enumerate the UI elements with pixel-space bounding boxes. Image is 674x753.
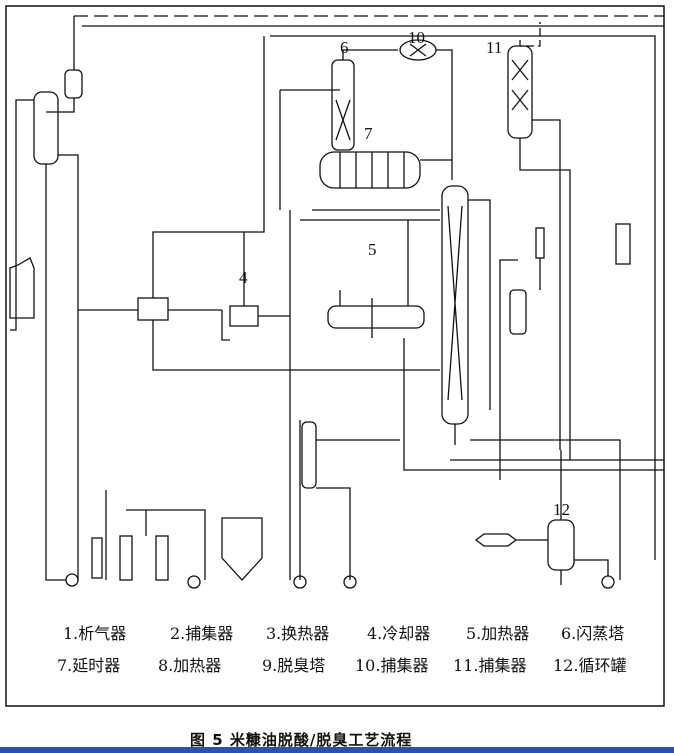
trap-11 (507, 45, 533, 139)
cooler-4 (229, 305, 259, 327)
bottom-vessel-a (91, 537, 103, 579)
legend-item: 12.循环罐 (553, 656, 627, 675)
bottom-vessel-c (155, 535, 169, 581)
legend-item: 6.闪蒸塔 (561, 624, 625, 643)
label-equipment-10: 10 (408, 28, 425, 47)
label-equipment-4: 4 (239, 268, 248, 287)
left-return (10, 99, 34, 331)
legend-item: 10.捕集器 (355, 656, 429, 675)
legend-item: 2.捕集器 (170, 624, 234, 643)
pump-1 (65, 573, 79, 587)
legend-item: 1.析气器 (63, 624, 127, 643)
top-line-3 (270, 35, 656, 560)
label-equipment-11: 11 (486, 38, 503, 57)
heater-5 (327, 305, 425, 329)
legend-item: 7.延时器 (57, 656, 121, 675)
legend-item: 9.脱臭塔 (262, 656, 326, 675)
label-equipment-7: 7 (364, 124, 373, 143)
left-feed-tank (9, 257, 35, 319)
legend-item: 3.换热器 (266, 624, 330, 643)
delay-vessel-7 (319, 151, 421, 189)
column-lower (301, 421, 317, 489)
pump-bottom-c (343, 575, 357, 589)
tank-12-feed (474, 533, 518, 547)
label-equipment-5: 5 (368, 240, 377, 259)
hopper (221, 517, 263, 581)
bottom-bar (0, 747, 674, 753)
small-drum (64, 69, 83, 99)
right-small-column (509, 289, 527, 335)
gauge (535, 227, 545, 259)
pump-12 (601, 575, 615, 589)
label-equipment-6: 6 (340, 38, 349, 57)
legend-item: 5.加热器 (466, 624, 530, 643)
legend-item: 8.加热器 (158, 656, 222, 675)
circulation-tank-12 (547, 519, 575, 571)
pump-bottom-b (293, 575, 307, 589)
figure-caption: 图 5 米糠油脱酸/脱臭工艺流程 (190, 731, 413, 749)
legend-item: 11.捕集器 (453, 656, 527, 675)
diagram-border (5, 5, 665, 707)
tall-vessel (33, 91, 59, 165)
right-instrument (615, 223, 631, 265)
bottom-vessel-b (119, 535, 133, 581)
exchanger-3 (137, 297, 169, 321)
flash-tower-6 (331, 59, 355, 151)
left-downcomer (45, 175, 66, 581)
pump-bottom-a (187, 575, 201, 589)
label-equipment-12: 12 (553, 500, 570, 519)
legend-item: 4.冷却器 (367, 624, 431, 643)
